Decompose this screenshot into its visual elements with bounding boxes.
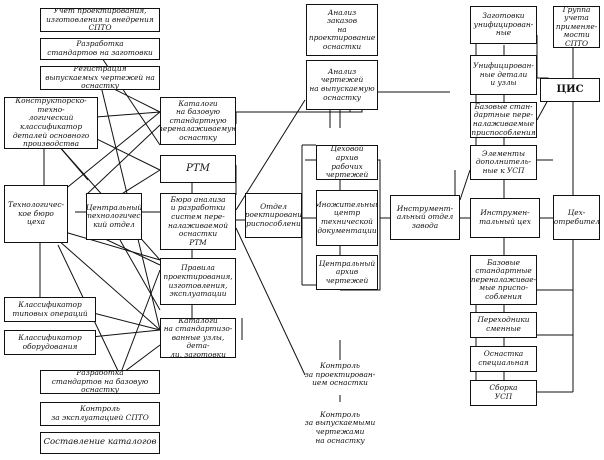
registratsiya-box: Регистрация выпускаемых чертежей на осна…	[40, 66, 160, 90]
klassifikator-oborudovaniya-box: Классификатор оборудования	[4, 330, 96, 355]
connector	[301, 144, 316, 286]
uchet-box: Учет проектирования, изготовления и внед…	[40, 8, 160, 32]
kontrol-chertezhey-text: Контроль за выпускаемыми чертежами на ос…	[304, 409, 376, 445]
instr-otdel-box: Инструмент- альный отдел завода	[390, 195, 460, 240]
connector	[57, 111, 161, 196]
elementy-usp-box: Элементы дополнитель- ные к УСП	[470, 145, 537, 180]
connector	[459, 169, 471, 201]
tsentr-arkhiv-box: Центральный архив чертежей	[316, 255, 378, 290]
byuro-analiza-box: Бюро анализа и разработки систем пере- н…	[160, 193, 236, 250]
mnozhitelnyy-tsentr-box: Множительный центр технической документа…	[316, 190, 378, 246]
katalogi-uzly-box: Каталоги на стандартизо- ванные узлы, де…	[160, 318, 236, 358]
unif-detali-box: Унифицирован- ные детали и узлы	[470, 55, 537, 95]
razrabotka-zagotovki-box: Разработка стандартов на заготовки	[40, 38, 160, 60]
katalogi-baza-box: Каталоги на базовую стандартную перенала…	[160, 97, 236, 145]
zagotovki-unif-box: Заготовки унифицирован- ные	[470, 6, 537, 44]
connector	[119, 269, 161, 376]
rtm-box: РТМ	[160, 155, 236, 183]
osnastka-spets-box: Оснастка специальная	[470, 346, 537, 372]
tekh-byuro-box: Технологичес- кое бюро цеха	[4, 185, 68, 243]
connector	[57, 229, 161, 261]
connector	[119, 239, 161, 311]
perekhodniki-box: Переходники сменные	[470, 312, 537, 338]
connector	[536, 99, 549, 121]
sostavlenie-katalogov-box: Составление каталогов	[40, 432, 160, 454]
bazovye-standartnye-2-box: Базовые стандартные переналаживае- мые п…	[470, 255, 537, 305]
sborka-usp-box: Сборка УСП	[470, 380, 537, 406]
analiz-zakazov-box: Анализ заказов на проектирование оснастк…	[306, 4, 378, 56]
kontrol-proektirovaniya-text: Контроль за проектирован- ием оснастки	[304, 361, 376, 388]
bazovye-standartnye-box: Базовые стан- дартные пере- налаживаемые…	[470, 102, 537, 138]
connector	[235, 99, 306, 211]
klassifikator-operatsiy-box: Классификатор типовых операций	[4, 297, 96, 322]
pravila-box: Правила проектирования, изготовления, эк…	[160, 258, 236, 305]
connector	[235, 227, 306, 376]
connector	[85, 124, 161, 196]
klassifikator-detaley-box: Конструкторско-техно- логический классиф…	[4, 97, 98, 149]
tsis-box: ЦИС	[540, 78, 600, 102]
instr-tsekh-box: Инструмен- тальный цех	[470, 198, 540, 238]
analiz-chertezhey-box: Анализ чертежей на выпускаемую оснастку	[306, 60, 378, 110]
razrabotka-baza-box: Разработка стандартов на базовую оснастк…	[40, 370, 160, 394]
gruppa-ucheta-box: Группа учета применяе- мости СПТО	[553, 6, 600, 48]
tsentr-tekh-otdel-box: Центральный технологичес- кий отдел	[86, 193, 142, 240]
kontrol-ekspluatatsii-box: Контроль за эксплуатацией СПТО	[40, 402, 160, 426]
otdel-proektirovaniya-box: Отдел проектирования приспособлений	[245, 193, 302, 238]
tsekh-potrebitel-box: Цех- потребитель	[553, 195, 600, 240]
tsekhovoy-arkhiv-box: Цеховой архив рабочих чертежей	[316, 145, 378, 180]
